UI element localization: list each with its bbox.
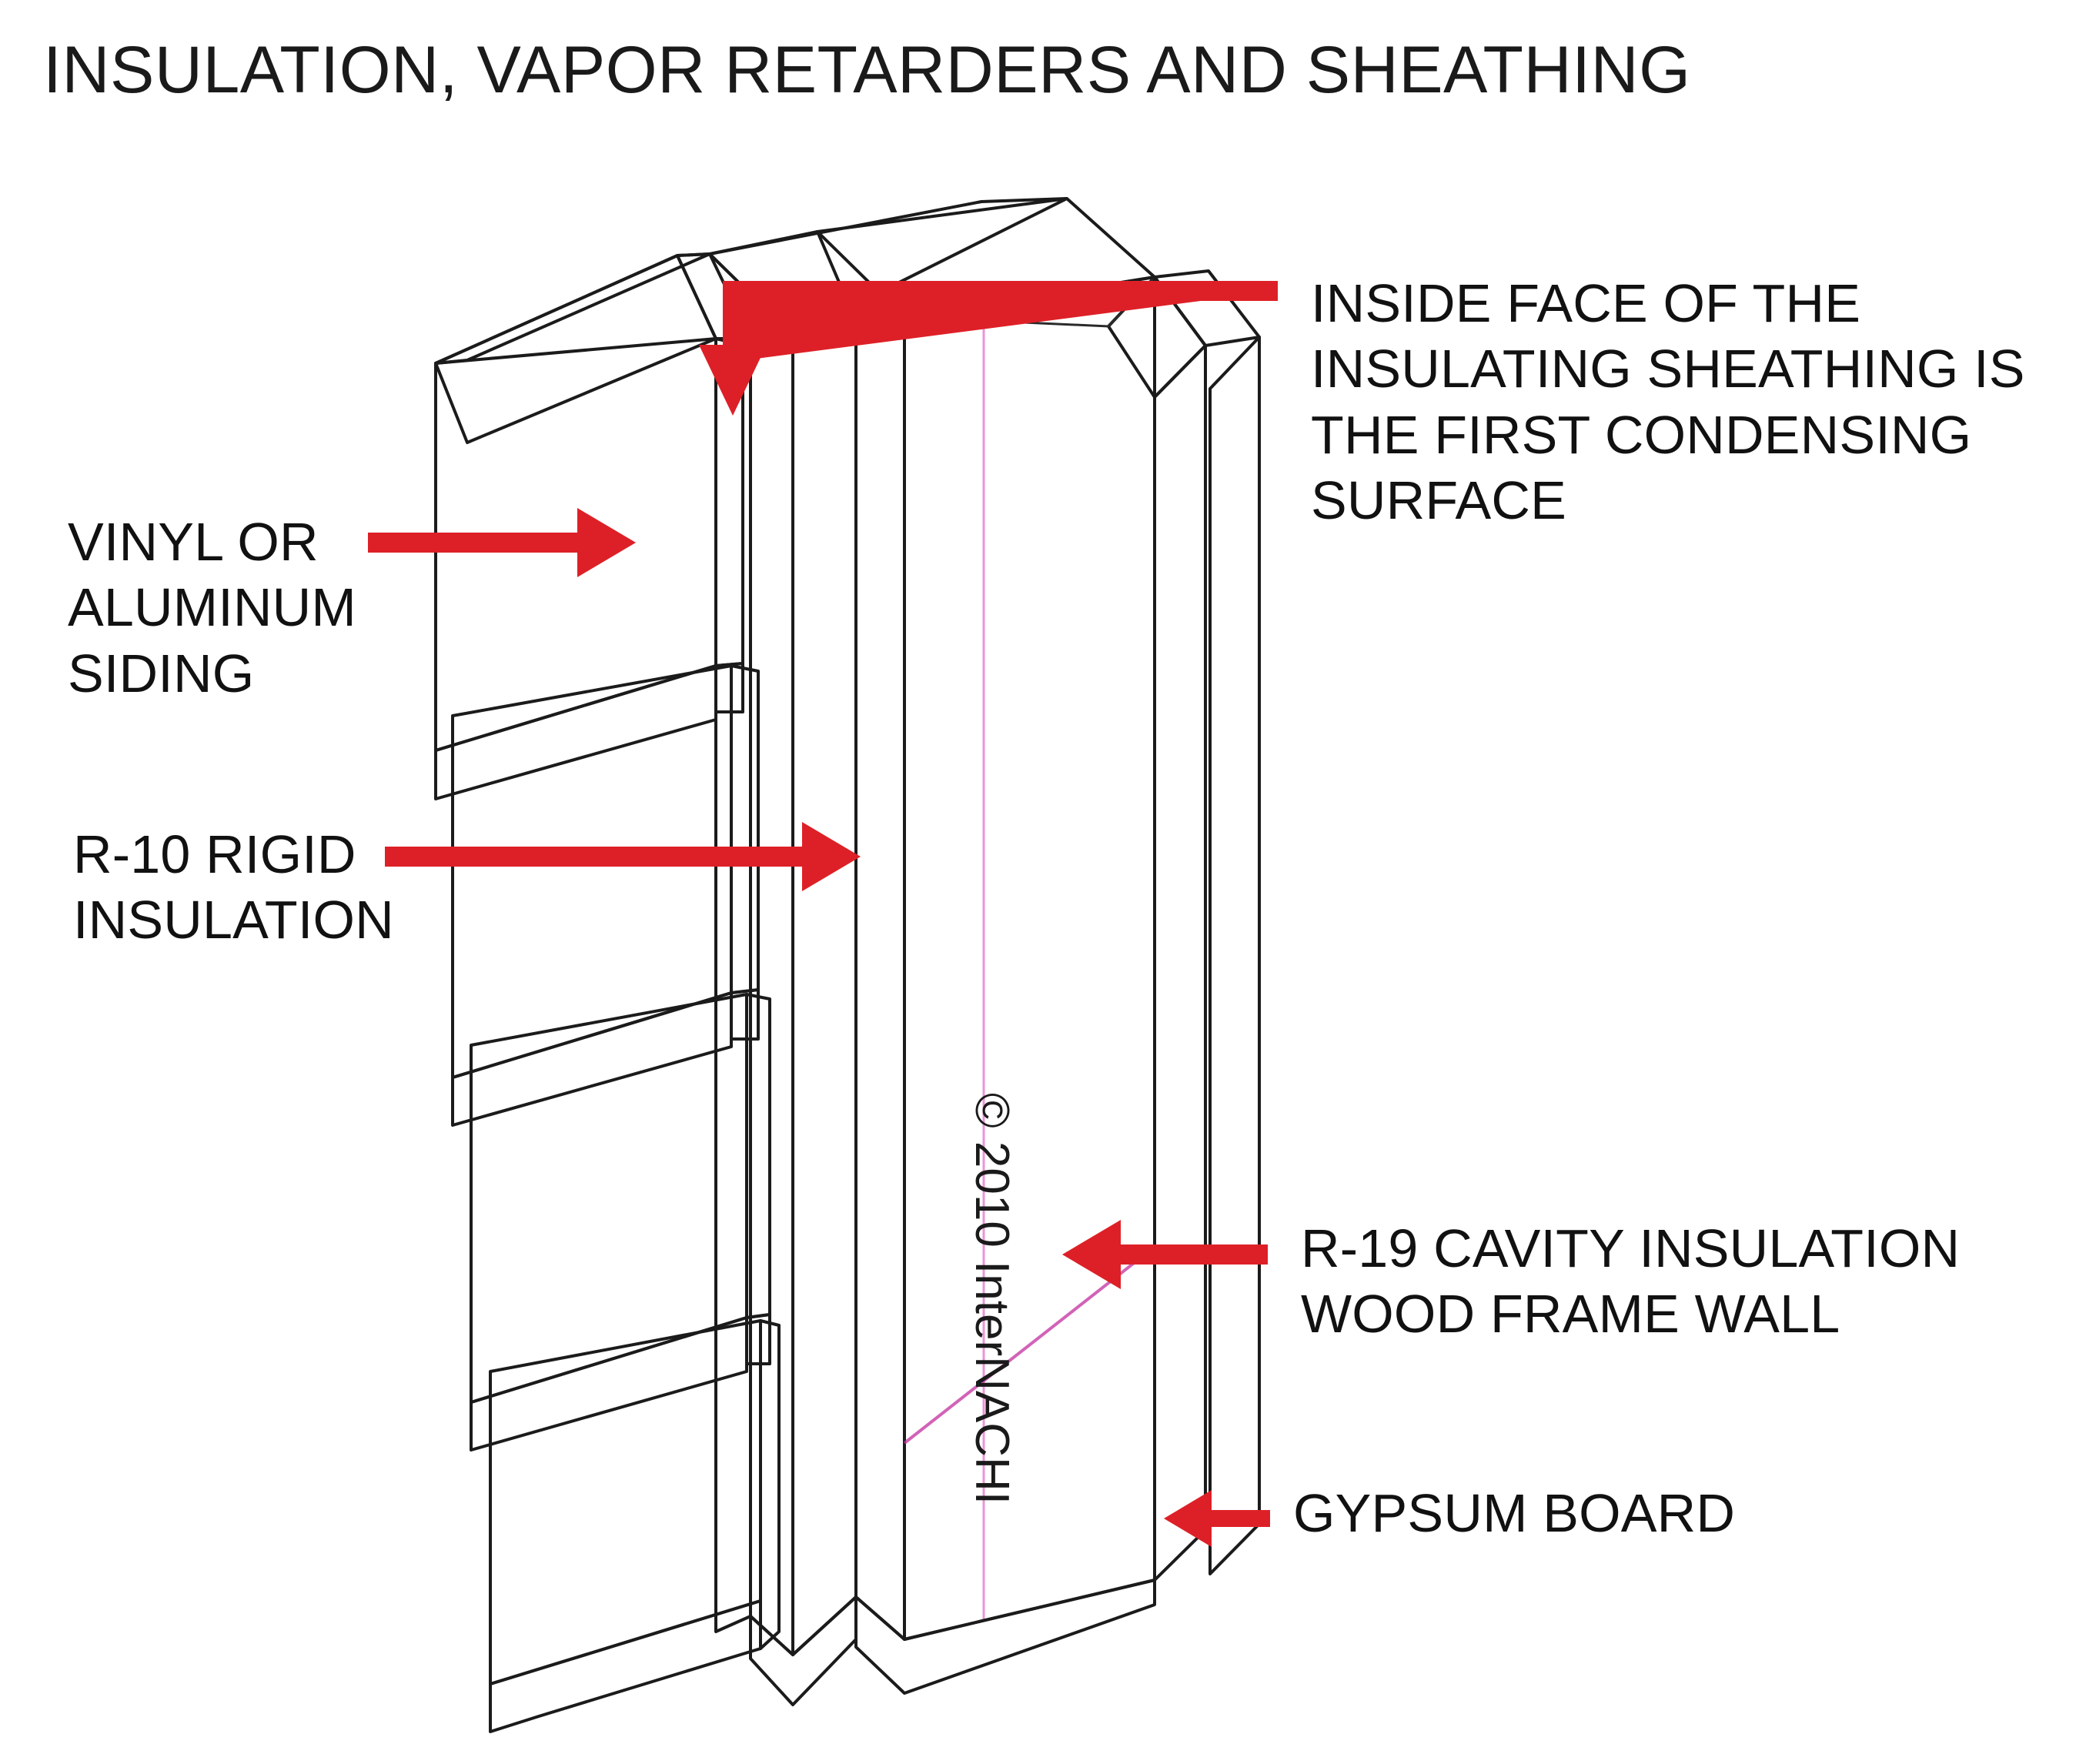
layer-gypsum-board [1107,269,1261,1582]
watermark-text: © 2010 InterNACHI [965,1093,1018,1505]
layer-siding [434,252,781,1733]
callout-arrow-gypsum-board [1164,1490,1270,1547]
callout-arrow-cavity-insulation [1062,1220,1268,1289]
watermark: © 2010 InterNACHI [965,1093,1018,1505]
callout-label-condensing-surface: INSIDE FACE OF THE INSULATING SHEATHING … [1311,273,2025,531]
page-title: INSULATION, VAPOR RETARDERS AND SHEATHIN… [43,33,1691,107]
callout-label-gypsum-board: GYPSUM BOARD [1293,1483,1736,1543]
layer-siding-backer [676,252,752,1633]
callout-label-rigid-insulation: R-10 RIGID INSULATION [73,824,394,950]
assembly-bottom-cuts [749,1579,1156,1706]
callout-label-siding: VINYL OR ALUMINUM SIDING [68,512,356,703]
callout-label-cavity-insulation: R-19 CAVITY INSULATION WOOD FRAME WALL [1301,1218,1961,1345]
callout-arrow-condensing-surface [699,281,1278,416]
callout-arrow-rigid-insulation [385,822,861,891]
callout-arrow-siding [368,508,636,577]
